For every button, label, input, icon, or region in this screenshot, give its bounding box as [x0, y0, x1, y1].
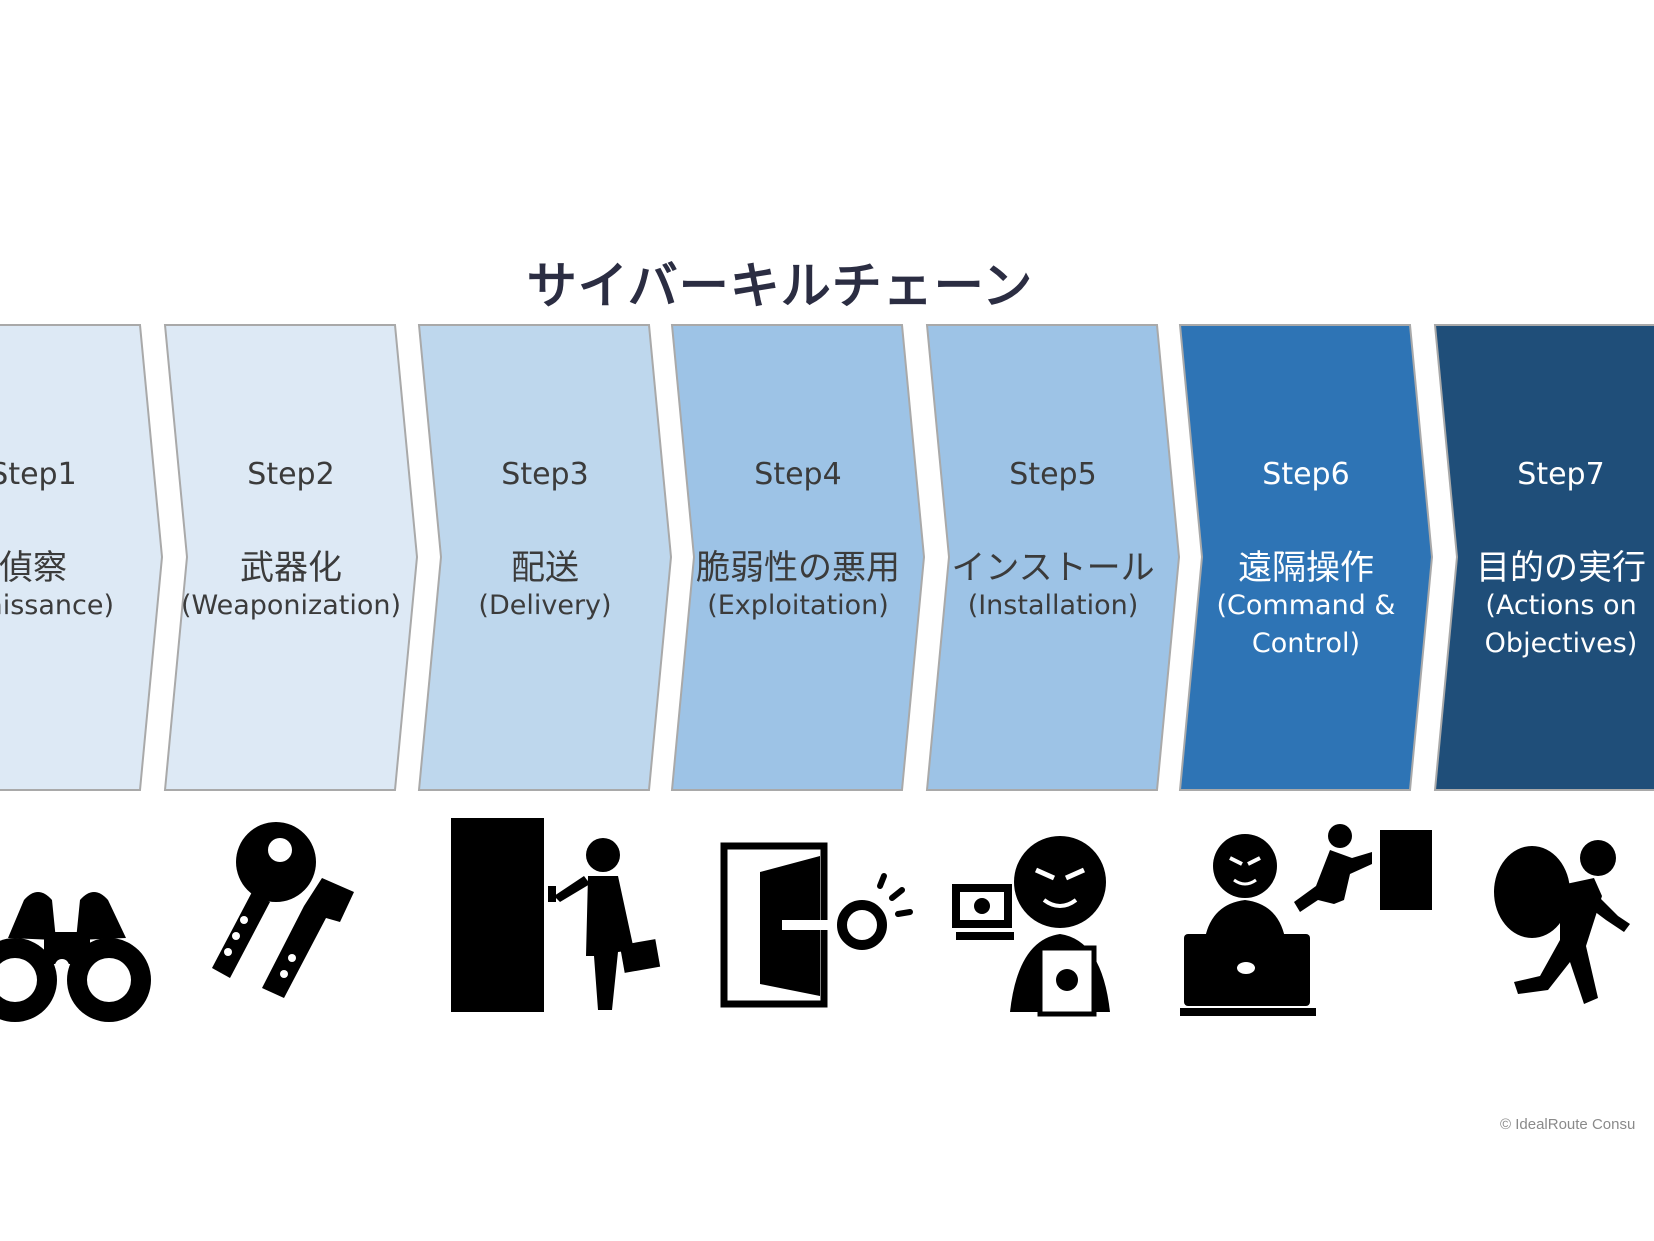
step-6: Step6 遠隔操作 (Command & Control) [1176, 325, 1436, 790]
keys-icon [212, 822, 354, 998]
step-number: Step6 [1262, 457, 1350, 492]
step-5: Step5 インストール (Installation) [923, 325, 1183, 790]
chevron-step2 [163, 324, 419, 791]
step-name-en: (Installation) [967, 590, 1139, 621]
step-3: Step3 配送 (Delivery) [415, 325, 675, 790]
step-7: Step7 目的の実行 (Actions on Objectives) [1431, 325, 1654, 790]
step-2: Step2 武器化 (Weaponization) [161, 325, 421, 790]
step-number: Step7 [1517, 457, 1605, 492]
step-4: Step4 脆弱性の悪用 (Exploitation) [668, 325, 928, 790]
step-name-en: (Exploitation) [707, 590, 889, 621]
step-name-en: nnaissance) [0, 590, 115, 621]
step-name-jp: 配送 [511, 548, 579, 588]
thief-icon [1494, 840, 1630, 1004]
step-1: Step1 偵察 nnaissance) [0, 325, 163, 790]
remote-control-icon [1180, 824, 1432, 1016]
step-number: Step4 [754, 457, 842, 492]
step-name-en: (Delivery) [478, 590, 612, 621]
person-door-icon [451, 818, 661, 1012]
binoculars-icon [0, 892, 151, 1022]
step-name-en: (Weaponization) [180, 590, 402, 621]
copyright-text: © IdealRoute Consu [1500, 1116, 1636, 1133]
step-number: Step5 [1009, 457, 1097, 492]
step-name-jp: 脆弱性の悪用 [696, 548, 900, 588]
hacker-malware-icon [952, 836, 1110, 1017]
chevron-step1 [0, 324, 164, 791]
step-name-jp: 偵察 [0, 548, 67, 588]
step-name-jp: 武器化 [240, 548, 342, 588]
step-number: Step1 [0, 457, 77, 492]
step-number: Step3 [501, 457, 589, 492]
chevron-step5 [925, 324, 1181, 791]
step-name-en: (Command & Control) [1216, 590, 1396, 659]
chevron-step6 [1178, 324, 1434, 791]
step-name-en: (Actions on Objectives) [1484, 590, 1638, 659]
step-name-jp: 遠隔操作 [1238, 548, 1374, 588]
step-number: Step2 [247, 457, 335, 492]
chevron-step4 [670, 324, 926, 791]
chevron-step7 [1433, 324, 1654, 791]
step-name-jp: 目的の実行 [1476, 548, 1646, 588]
diagram-title: サイバーキルチェーン [526, 257, 1034, 315]
chevron-step3 [417, 324, 673, 791]
door-key-icon [720, 842, 913, 1008]
step-name-jp: インストール [951, 548, 1155, 588]
